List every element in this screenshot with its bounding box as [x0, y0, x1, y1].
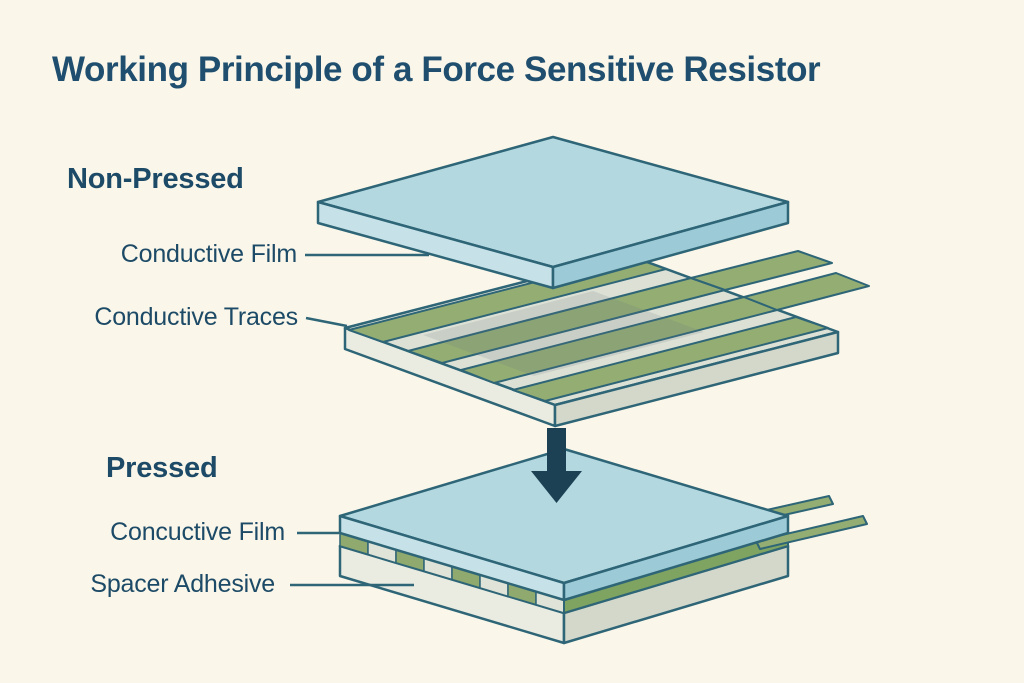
pressed-diagram — [290, 428, 868, 645]
conductive-traces-label: Conductive Traces — [94, 303, 298, 331]
substrate-right-face — [553, 330, 840, 428]
pressed-heading: Pressed — [106, 452, 218, 484]
spacer-trace-layer — [339, 532, 789, 614]
trace-tail-lower — [755, 515, 868, 550]
conductive-film-label: Conductive Film — [120, 240, 297, 268]
trace-tail-upper — [690, 250, 833, 291]
page-title: Working Principle of a Force Sensitive R… — [52, 50, 821, 89]
trace-tail-lower — [743, 272, 870, 311]
non-pressed-heading: Non-Pressed — [67, 163, 244, 195]
non-pressed-diagram — [305, 135, 870, 428]
spacer-adhesive-label: Spacer Adhesive — [90, 570, 275, 598]
press-arrow-icon — [531, 428, 582, 503]
film-shadow — [423, 291, 704, 376]
pressed-film-right-face — [562, 514, 790, 602]
pressed-film-label: Concuctive Film — [110, 518, 285, 546]
conductive-film-top-face — [316, 135, 790, 269]
leader-line-conductive-traces — [305, 316, 348, 328]
trace-stripe — [512, 316, 829, 402]
conductive-film-right-face — [551, 200, 790, 290]
